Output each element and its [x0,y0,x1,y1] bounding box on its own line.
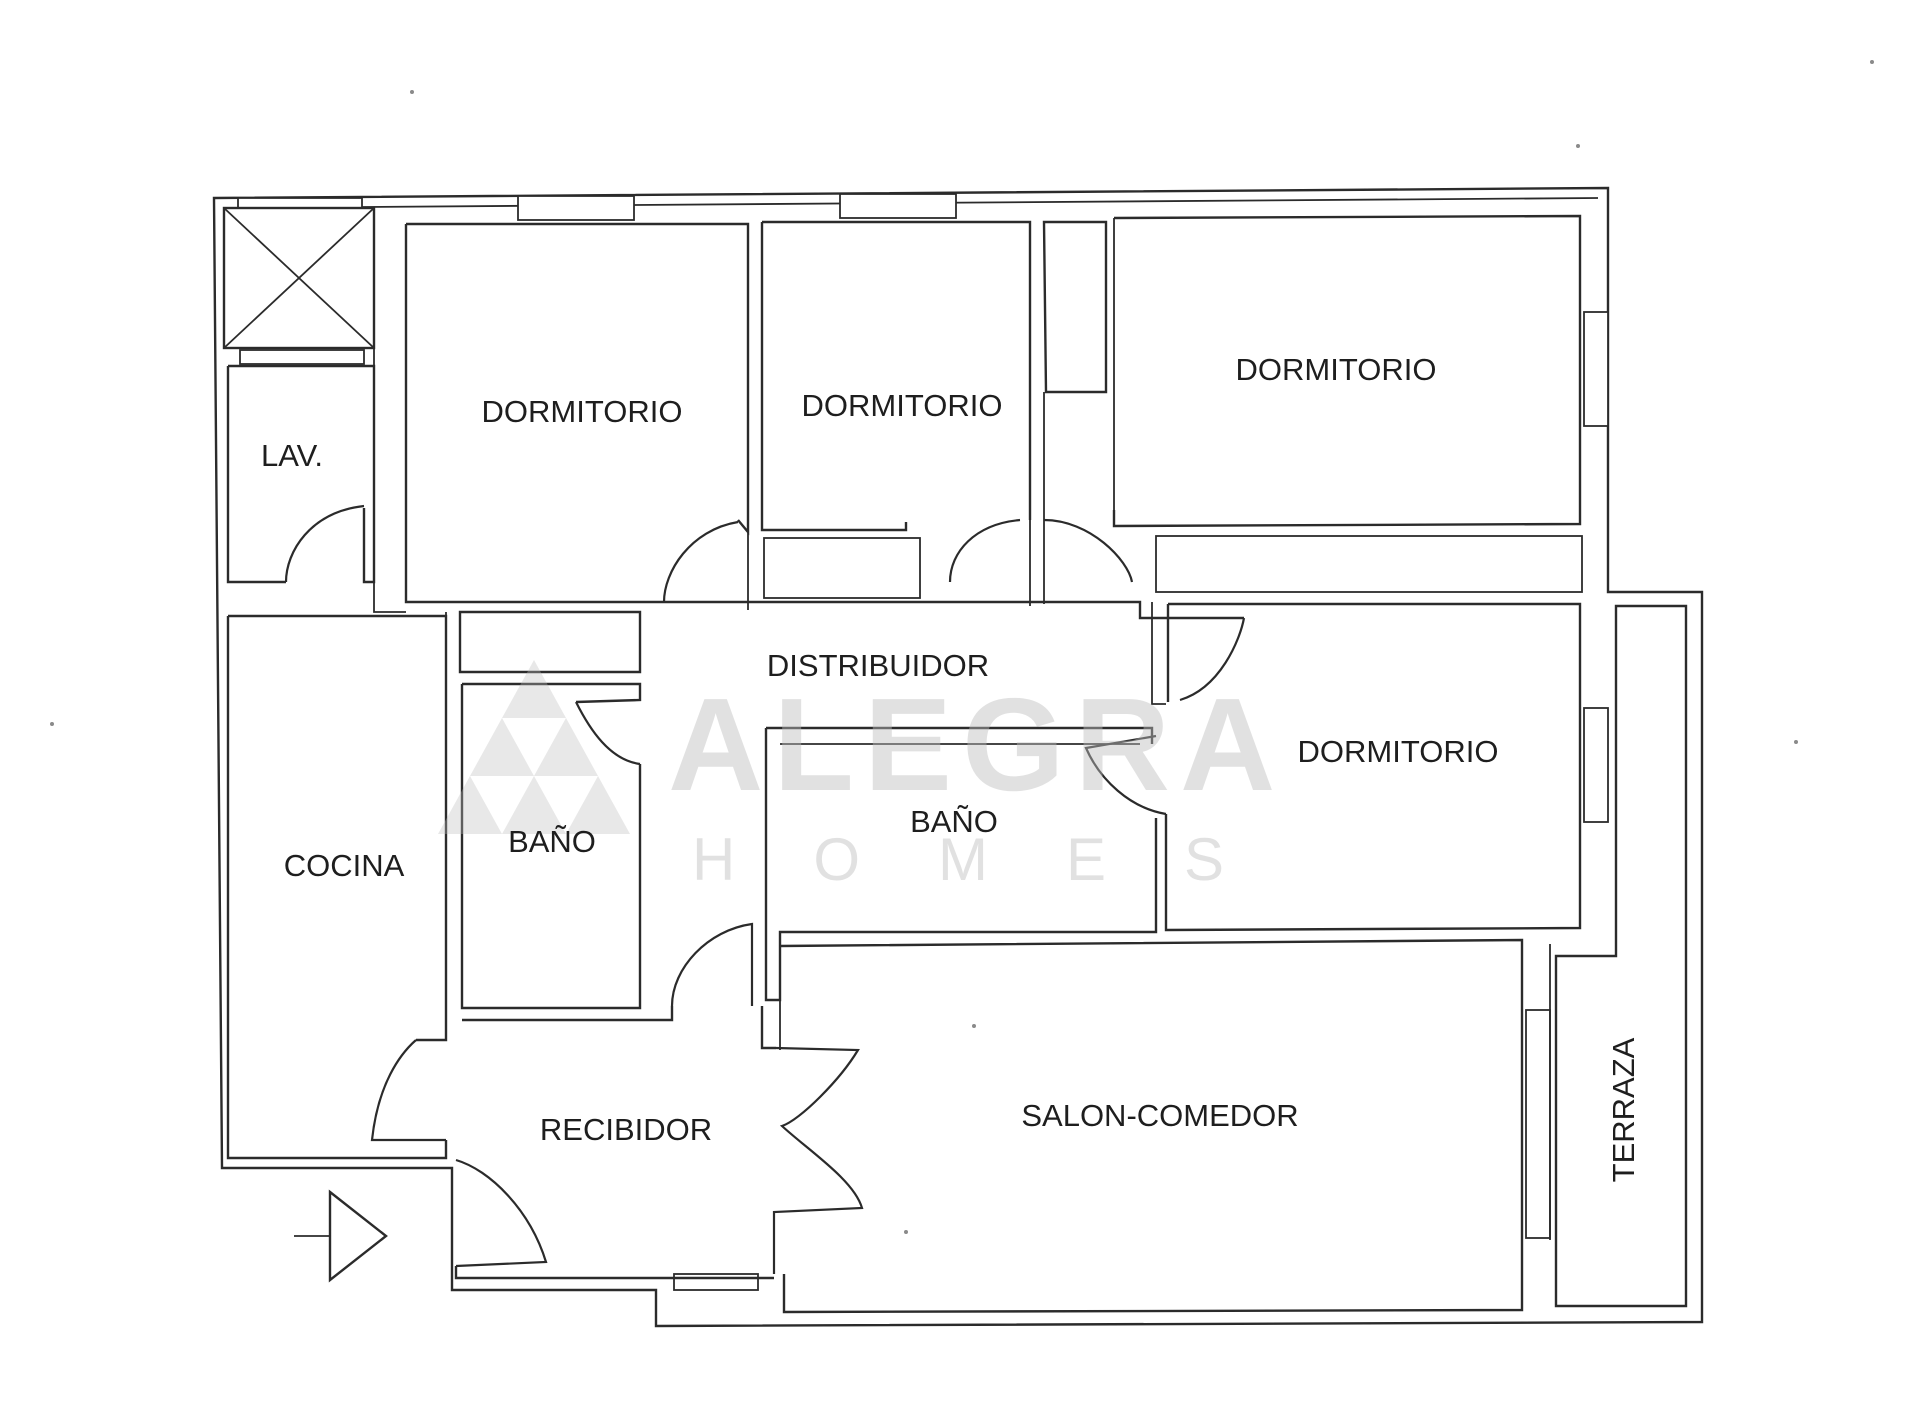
label-lav: LAV. [261,438,323,473]
shaft [222,206,376,350]
room-dormitorio-2 [747,220,1032,610]
room-lav [226,364,376,584]
watermark-logo-icon [438,660,630,834]
room-distribuidor [458,600,1246,702]
label-dormitorio-3: DORMITORIO [1236,352,1437,387]
wardrobe-dorm3 [1155,535,1583,593]
room-dormitorio-1 [373,222,750,613]
windows [237,193,1609,1291]
window-right-dorm4 [1583,707,1609,823]
window-bottom-recibidor [673,1273,759,1291]
room-terraza [1554,604,1688,1308]
window-top-lav [237,197,363,209]
room-dormitorio-3 [1042,214,1583,604]
entrance-arrow-icon [294,1189,388,1283]
label-recibidor: RECIBIDOR [540,1112,712,1147]
room-salon-comedor [779,938,1551,1314]
watermark: ALEGRA HOMES [438,660,1302,893]
window-right-salon [1525,1009,1551,1239]
scan-specks [50,60,1874,1234]
window-right-dorm3 [1583,311,1609,427]
window-top-dorm2 [839,193,957,219]
label-terraza: TERRAZA [1606,1037,1641,1182]
label-dormitorio-1: DORMITORIO [482,394,683,429]
label-distribuidor: DISTRIBUIDOR [767,648,989,683]
room-labels: LAV. DORMITORIO DORMITORIO DORMITORIO DI… [261,352,1641,1182]
label-bano-2: BAÑO [910,804,998,839]
watermark-brand: ALEGRA [668,671,1285,818]
window-top-dorm1 [517,195,635,221]
window-shaft-bottom [239,349,365,365]
label-bano-1: BAÑO [508,824,596,859]
room-cocina [226,614,448,1160]
label-salon-comedor: SALON-COMEDOR [1021,1098,1298,1133]
room-dormitorio-4 [1084,602,1582,932]
label-dormitorio-2: DORMITORIO [802,388,1003,423]
watermark-sub: HOMES [692,826,1302,893]
label-cocina: COCINA [284,848,405,883]
wardrobe-dorm2 [763,537,921,599]
label-dormitorio-4: DORMITORIO [1298,734,1499,769]
room-recibidor [454,922,864,1280]
